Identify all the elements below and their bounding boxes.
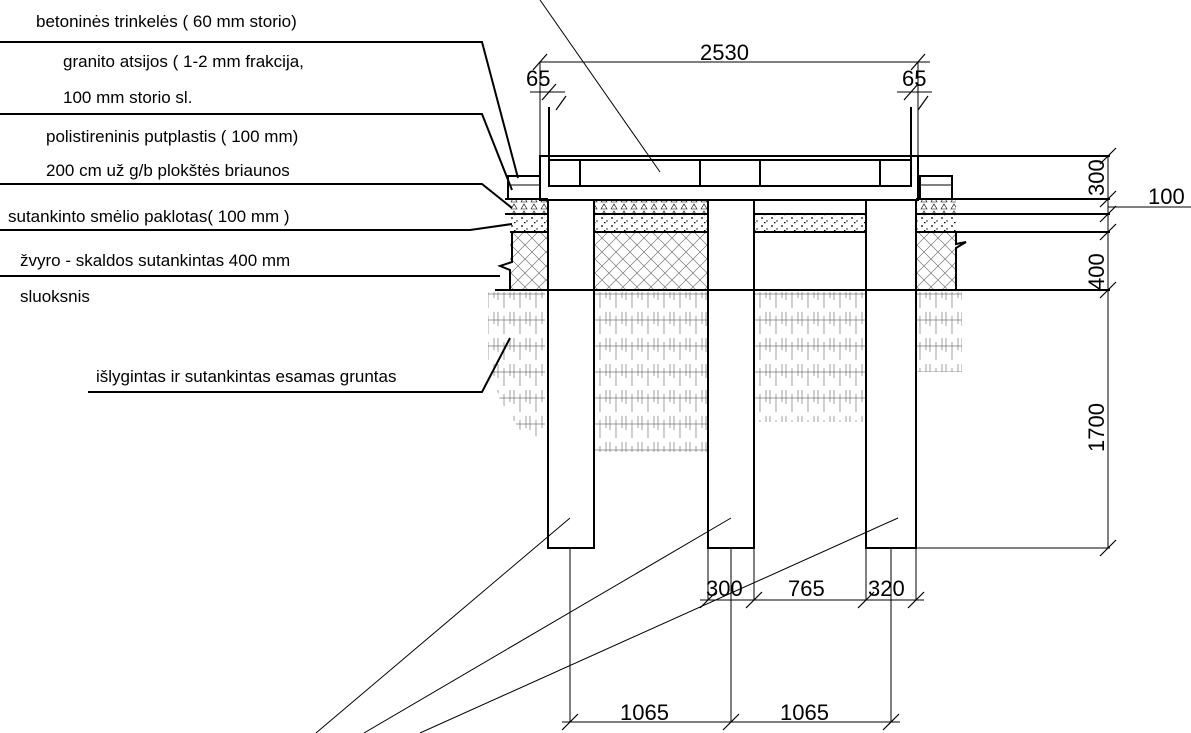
concrete-slab	[539, 107, 1110, 201]
paving-blocks	[507, 175, 953, 200]
label-soil: išlygintas ir sutankintas esamas gruntas	[96, 367, 396, 386]
label-granite-2: 100 mm storio sl.	[63, 88, 192, 107]
dim-spacing-left: 1065	[620, 700, 669, 725]
label-polystyrene-1: polistireninis putplastis ( 100 mm)	[46, 127, 298, 146]
label-gravel-2: sluoksnis	[20, 287, 90, 306]
dim-left-offset: 65	[526, 66, 550, 91]
dim-pile-gap: 765	[788, 576, 825, 601]
sand-layer	[505, 213, 1110, 232]
label-polystyrene-2: 200 cm už g/b plokštės briaunos	[46, 161, 290, 180]
label-gravel-1: žvyro - skaldos sutankintas 400 mm	[20, 251, 290, 270]
pile-left	[547, 199, 595, 549]
label-paving: betoninės trinkelės ( 60 mm storio)	[36, 12, 297, 31]
dimension-lines	[530, 53, 1191, 731]
granite-layer	[505, 198, 1110, 214]
gravel-layer	[495, 231, 1110, 291]
dim-pile-width-right: 320	[868, 576, 905, 601]
dim-pile-depth: 1700	[1084, 403, 1109, 452]
dim-side-100: 100	[1148, 184, 1185, 209]
dim-spacing-right: 1065	[780, 700, 829, 725]
dim-right-offset: 65	[902, 66, 926, 91]
soil-hatch	[488, 292, 962, 452]
leader-lines	[0, 0, 899, 733]
dim-top-width: 2530	[700, 40, 749, 65]
label-granite-1: granito atsijos ( 1-2 mm frakcija,	[63, 52, 304, 71]
label-sand: sutankinto smėlio paklotas( 100 mm )	[8, 207, 290, 226]
pile-middle	[707, 199, 755, 549]
pile-right	[865, 199, 917, 549]
dim-pile-width-left: 300	[706, 576, 743, 601]
dim-gravel-400: 400	[1084, 253, 1109, 290]
dim-slab-thickness: 300	[1084, 159, 1109, 196]
